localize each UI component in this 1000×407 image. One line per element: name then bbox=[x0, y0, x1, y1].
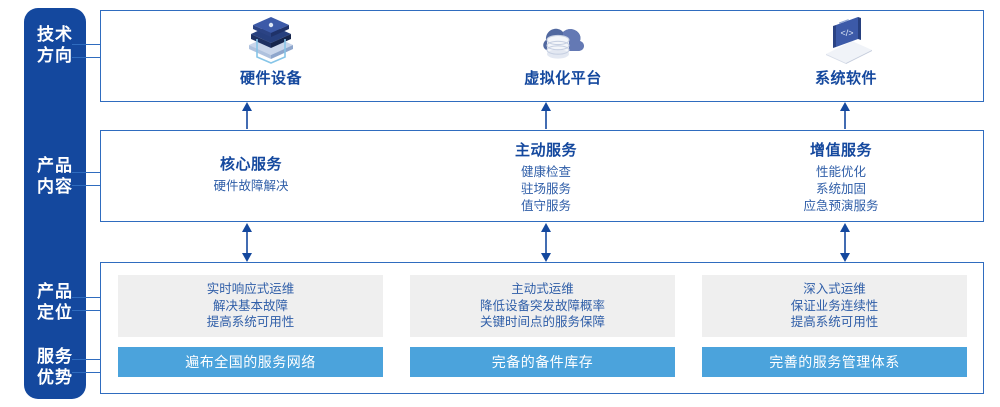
positioning-line: 主动式运维 bbox=[511, 282, 574, 297]
connector-stub bbox=[72, 44, 102, 45]
content-column-item: 驻场服务 bbox=[520, 182, 571, 196]
arrow-up-icon bbox=[240, 102, 254, 135]
rail-label-line2: 方向 bbox=[37, 46, 73, 65]
content-column-value-added-service[interactable]: 增值服务 性能优化 系统加固 应急预演服务 bbox=[726, 139, 956, 215]
content-column-title: 增值服务 bbox=[809, 142, 872, 159]
rail-label-line1: 服务 bbox=[37, 347, 73, 366]
connector-stub bbox=[72, 297, 102, 298]
content-column-item: 值守服务 bbox=[520, 199, 571, 213]
tech-item-label: 系统软件 bbox=[814, 70, 877, 87]
arrow-up-icon bbox=[539, 102, 553, 135]
connector-stub bbox=[72, 185, 102, 186]
content-column-title: 核心服务 bbox=[219, 156, 282, 173]
content-column-item: 系统加固 bbox=[815, 182, 866, 196]
connector-stub bbox=[72, 57, 102, 58]
svg-text:</>: </> bbox=[840, 28, 853, 38]
content-column-item: 应急预演服务 bbox=[803, 199, 879, 213]
advantage-bar-service-network[interactable]: 遍布全国的服务网络 bbox=[118, 347, 383, 377]
rail-label-line1: 产品 bbox=[37, 156, 73, 175]
content-column-item: 健康检查 bbox=[520, 165, 571, 179]
positioning-line: 降低设备突发故障概率 bbox=[479, 298, 605, 313]
product-content-panel: 核心服务 硬件故障解决 主动服务 健康检查 驻场服务 值守服务 增值服务 性能优… bbox=[100, 130, 984, 222]
left-rail bbox=[24, 8, 86, 399]
positioning-line: 保证业务连续性 bbox=[790, 298, 879, 313]
advantage-bar-label: 完备的备件库存 bbox=[491, 354, 594, 370]
positioning-box-deep[interactable]: 深入式运维 保证业务连续性 提高系统可用性 bbox=[702, 275, 967, 337]
content-column-title: 主动服务 bbox=[514, 142, 577, 159]
positioning-box-proactive[interactable]: 主动式运维 降低设备突发故障概率 关键时间点的服务保障 bbox=[410, 275, 675, 337]
arrow-up-down-icon bbox=[240, 223, 254, 267]
positioning-box-realtime[interactable]: 实时响应式运维 解决基本故障 提高系统可用性 bbox=[118, 275, 383, 337]
arrow-up-down-icon bbox=[838, 223, 852, 267]
rail-label-line1: 技术 bbox=[37, 25, 73, 44]
content-column-core-service[interactable]: 核心服务 硬件故障解决 bbox=[136, 153, 366, 195]
positioning-advantage-panel: 实时响应式运维 解决基本故障 提高系统可用性 主动式运维 降低设备突发故障概率 … bbox=[100, 262, 984, 394]
connector-stub bbox=[72, 172, 102, 173]
laptop-code-icon: </> bbox=[766, 17, 926, 65]
arrow-up-down-icon bbox=[539, 223, 553, 267]
connector-stub bbox=[72, 359, 102, 360]
content-column-item: 硬件故障解决 bbox=[213, 179, 289, 193]
rail-label-tech-direction: 技术 方向 bbox=[24, 24, 86, 66]
positioning-line: 实时响应式运维 bbox=[206, 282, 295, 297]
tech-item-system-software[interactable]: </> 系统软件 bbox=[766, 17, 926, 88]
positioning-line: 关键时间点的服务保障 bbox=[479, 315, 605, 330]
rail-label-line2: 内容 bbox=[37, 177, 73, 196]
advantage-bar-spare-parts[interactable]: 完备的备件库存 bbox=[410, 347, 675, 377]
positioning-line: 提高系统可用性 bbox=[206, 315, 295, 330]
content-column-item: 性能优化 bbox=[815, 165, 866, 179]
tech-direction-panel: 硬件设备 虚拟化平台 bbox=[100, 10, 984, 102]
tech-item-label: 硬件设备 bbox=[239, 70, 302, 87]
tech-item-hardware[interactable]: 硬件设备 bbox=[191, 17, 351, 88]
rail-label-line1: 产品 bbox=[37, 282, 73, 301]
tech-item-label: 虚拟化平台 bbox=[524, 70, 602, 87]
rail-label-product-positioning: 产品 定位 bbox=[24, 281, 86, 323]
advantage-bar-management-system[interactable]: 完善的服务管理体系 bbox=[702, 347, 967, 377]
rail-label-service-advantage: 服务 优势 bbox=[24, 346, 86, 388]
advantage-bar-label: 遍布全国的服务网络 bbox=[185, 354, 316, 370]
rail-label-line2: 优势 bbox=[37, 368, 73, 387]
arrow-up-icon bbox=[838, 102, 852, 135]
tech-item-virtualization[interactable]: 虚拟化平台 bbox=[483, 17, 643, 88]
advantage-bar-label: 完善的服务管理体系 bbox=[769, 354, 900, 370]
rail-label-line2: 定位 bbox=[37, 303, 73, 322]
connector-stub bbox=[72, 372, 102, 373]
positioning-line: 解决基本故障 bbox=[212, 298, 288, 313]
content-column-proactive-service[interactable]: 主动服务 健康检查 驻场服务 值守服务 bbox=[431, 139, 661, 215]
server-stack-icon bbox=[191, 17, 351, 65]
positioning-line: 深入式运维 bbox=[803, 282, 866, 297]
positioning-line: 提高系统可用性 bbox=[790, 315, 879, 330]
connector-stub bbox=[72, 310, 102, 311]
rail-label-product-content: 产品 内容 bbox=[24, 155, 86, 197]
cloud-database-icon bbox=[483, 17, 643, 65]
